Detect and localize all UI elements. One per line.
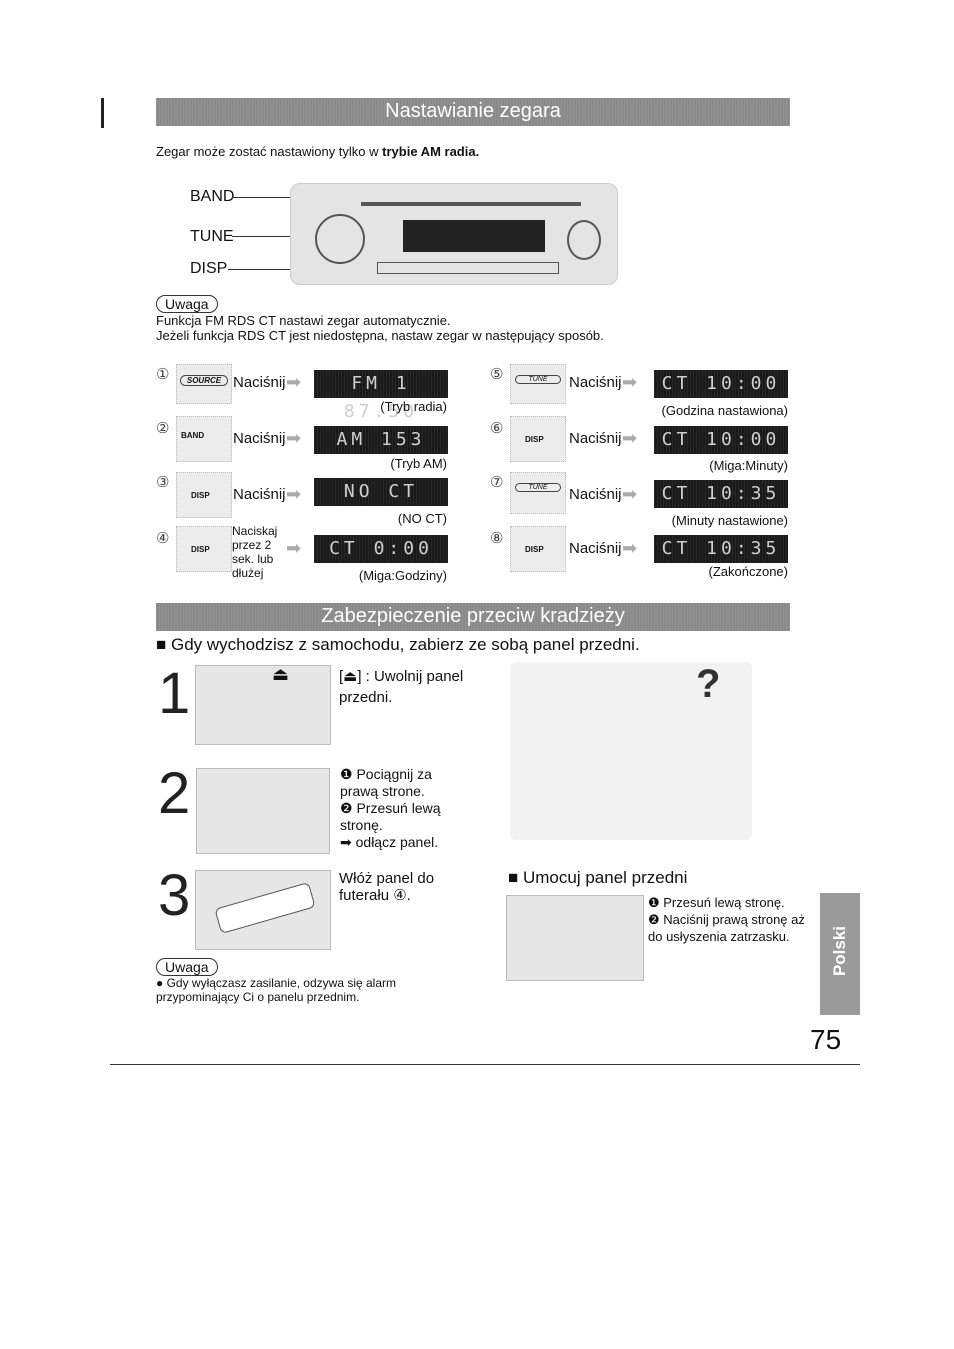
arrow-icon: ➡	[622, 372, 638, 392]
radio-slot	[361, 202, 581, 206]
step-number: ③	[156, 474, 170, 491]
disp-button-icon: DISP	[510, 416, 566, 462]
attach-line: ❶ Przesuń lewą stronę.	[648, 895, 785, 910]
lcd-display: CT 10:00	[654, 426, 788, 454]
step-action: Naciśnij	[569, 486, 622, 503]
tune-button-icon: TUNE	[510, 364, 566, 404]
step-action: Naciśnij	[569, 540, 622, 557]
arrow-icon: ➡	[622, 428, 638, 448]
panel-case-illustration	[195, 870, 331, 950]
step-action: Naciśnij	[569, 430, 622, 447]
step-1-text: [⏏] : Uwolnij panel przedni.	[339, 668, 464, 706]
lcd-display: CT 10:35	[654, 480, 788, 508]
step-number: ①	[156, 366, 170, 383]
step-2-number: 2	[158, 761, 191, 826]
theft-lead: ■ Gdy wychodzisz z samochodu, zabierz ze…	[156, 635, 640, 654]
disp-button-icon: DISP	[510, 526, 566, 572]
note-theft-text: ● Gdy wyłączasz zasilanie, odzywa się al…	[156, 976, 396, 1004]
eject-icon: ⏏	[272, 664, 290, 684]
panel-release-illustration: ⏏	[195, 664, 331, 745]
step-2-text: ❶ Pociągnij za prawą strone. ❷ Przesuń l…	[340, 766, 470, 851]
note-label: Uwaga	[156, 295, 218, 313]
step-number: ⑤	[490, 366, 504, 383]
lcd-display: FM 1 87.50	[314, 370, 448, 422]
step-caption: (Miga:Godziny)	[358, 568, 447, 583]
arrow-icon: ➡	[286, 428, 302, 448]
step-action: Naciśnij	[569, 374, 622, 391]
step-2-line: ➡ odłącz panel.	[340, 834, 439, 850]
note-line-2: Jeżeli funkcja RDS CT jest niedostępna, …	[156, 328, 604, 343]
step-number: ⑥	[490, 420, 504, 437]
note-theft: Uwaga	[156, 958, 218, 977]
leader-tune	[232, 236, 320, 237]
radio-display	[403, 220, 545, 252]
language-tab: Polski	[820, 893, 860, 1015]
step-action: Naciśnij	[233, 374, 286, 391]
step-3-number: 3	[158, 863, 191, 928]
clock-intro: Zegar może zostać nastawiony tylko w try…	[156, 144, 480, 159]
step-caption: (Minuty nastawione)	[671, 513, 788, 528]
attach-steps: ❶ Przesuń lewą stronę. ❷ Naciśnij prawą …	[648, 894, 808, 945]
panel-attach-illustration	[506, 895, 644, 981]
step-1-number: 1	[158, 661, 191, 726]
step-number: ⑦	[490, 474, 504, 491]
tune-button-icon: TUNE	[510, 472, 566, 514]
lcd-display: CT 10:35	[654, 535, 788, 563]
note-line-1: Funkcja FM RDS CT nastawi zegar automaty…	[156, 313, 451, 328]
panel-remove-illustration	[196, 768, 330, 854]
leader-disp	[228, 269, 338, 270]
arrow-icon: ➡	[622, 538, 638, 558]
step-caption: (Tryb AM)	[390, 456, 447, 471]
step-2-line: ❶ Pociągnij za prawą strone.	[340, 766, 432, 799]
step-caption: (Miga:Minuty)	[709, 458, 788, 473]
arrow-icon: ➡	[286, 538, 302, 558]
disp-button-icon: DISP	[176, 472, 232, 518]
arrow-icon: ➡	[286, 484, 302, 504]
radio-preset-buttons	[377, 262, 559, 274]
leader-band	[232, 197, 332, 198]
margin-mark	[101, 98, 104, 128]
step-caption: (NO CT)	[397, 511, 447, 526]
step-action: Naciskaj przez 2 sek. lub dłużej	[232, 524, 278, 580]
lcd-display: CT 10:00	[654, 370, 788, 398]
lcd-display: CT 0:00	[314, 535, 448, 563]
source-button-icon: SOURCE	[176, 364, 232, 404]
note-label: Uwaga	[156, 958, 218, 976]
step-caption: (Tryb radia)	[380, 399, 447, 414]
disp-button-icon: DISP	[176, 526, 232, 572]
note-clock: Uwaga	[156, 295, 218, 314]
attach-title: ■ Umocuj panel przedni	[508, 868, 688, 887]
step-caption: (Godzina nastawiona)	[661, 403, 788, 418]
arrow-icon: ➡	[622, 484, 638, 504]
driver-cartoon-illustration: ?	[510, 662, 752, 840]
attach-line: ❷ Naciśnij prawą stronę aż do usłyszenia…	[648, 912, 805, 944]
step-3-text: Włóż panel do futerału ④.	[339, 870, 435, 904]
page-number: 75	[810, 1024, 842, 1055]
step-action: Naciśnij	[233, 430, 286, 447]
case-shape	[214, 881, 316, 935]
radio-right-knob	[567, 220, 601, 260]
step-2-line: ❷ Przesuń lewą stronę.	[340, 800, 441, 833]
step-number: ②	[156, 420, 170, 437]
step-number: ⑧	[490, 530, 504, 547]
lcd-display: NO CT	[314, 478, 448, 506]
label-tune: TUNE	[190, 228, 234, 245]
step-action: Naciśnij	[233, 486, 286, 503]
lcd-display: AM 153	[314, 426, 448, 454]
section-title-clock: Nastawianie zegara	[156, 98, 790, 126]
step-number: ④	[156, 530, 170, 547]
radio-unit-illustration	[290, 183, 618, 285]
radio-knob	[315, 214, 365, 264]
step-caption: (Zakończone)	[708, 564, 788, 579]
section-title-theft: Zabezpieczenie przeciw kradzieży	[156, 603, 790, 631]
band-button-icon: BAND	[176, 416, 232, 462]
label-disp: DISP	[190, 260, 228, 277]
question-mark-icon: ?	[696, 662, 721, 706]
arrow-icon: ➡	[286, 372, 302, 392]
language-tab-label: Polski	[830, 925, 849, 977]
bottom-rule	[110, 1064, 860, 1065]
label-band: BAND	[190, 188, 235, 205]
